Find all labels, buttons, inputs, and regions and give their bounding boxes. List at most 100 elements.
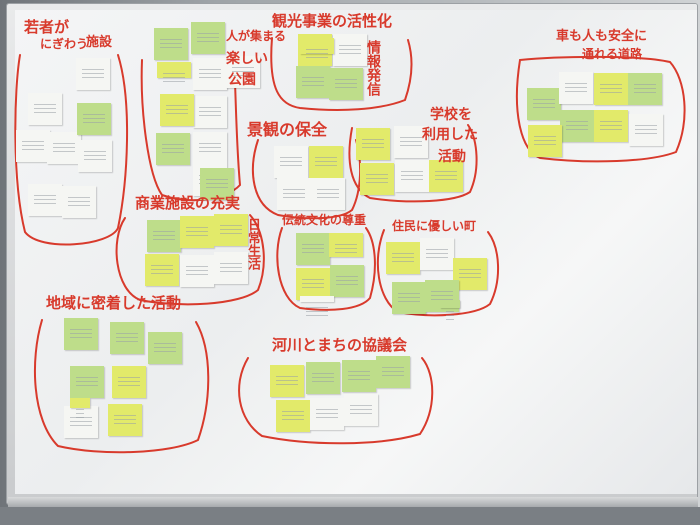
sticky-note[interactable] [344, 394, 378, 426]
sticky-note[interactable] [276, 400, 310, 432]
label-school-2: 利用した [422, 127, 478, 143]
sticky-note[interactable] [47, 132, 81, 164]
sticky-note[interactable] [360, 163, 394, 195]
sticky-note[interactable] [147, 220, 181, 252]
sticky-note[interactable] [154, 28, 188, 60]
sticky-note[interactable] [386, 242, 420, 274]
sticky-note[interactable] [309, 146, 343, 178]
sticky-note[interactable] [394, 126, 428, 158]
outline-group-5 [251, 139, 362, 220]
note-handwriting [600, 121, 622, 130]
note-handwriting [162, 144, 184, 153]
sticky-note[interactable] [16, 130, 50, 162]
note-handwriting [76, 409, 84, 418]
sticky-note[interactable] [191, 22, 225, 54]
sticky-note[interactable] [214, 252, 248, 284]
sticky-note[interactable] [440, 300, 460, 320]
note-handwriting [151, 265, 173, 274]
note-handwriting [317, 189, 339, 198]
label-tourism-1: 観光事業の活性化 [272, 12, 393, 30]
sticky-note[interactable] [310, 398, 344, 430]
sticky-note[interactable] [559, 72, 593, 104]
note-handwriting [154, 343, 176, 352]
sticky-note[interactable] [193, 96, 227, 128]
sticky-note[interactable] [28, 93, 62, 125]
note-handwriting [533, 99, 555, 108]
outline-group-3 [270, 37, 413, 111]
sticky-note[interactable] [429, 160, 463, 192]
label-fun-park-2: 楽しい [226, 51, 268, 67]
sticky-note[interactable] [329, 68, 363, 100]
sticky-note[interactable] [110, 322, 144, 354]
sticky-note[interactable] [628, 73, 662, 105]
sticky-note[interactable] [214, 214, 248, 246]
sticky-note[interactable] [28, 184, 62, 216]
sticky-note[interactable] [157, 62, 191, 82]
note-handwriting [312, 373, 334, 382]
sticky-note[interactable] [108, 404, 142, 436]
note-handwriting [186, 266, 208, 275]
sticky-note[interactable] [300, 38, 334, 58]
sticky-note[interactable] [180, 216, 214, 248]
sticky-note[interactable] [193, 132, 227, 164]
sticky-note[interactable] [453, 258, 487, 290]
sticky-note[interactable] [629, 114, 663, 146]
sticky-note[interactable] [274, 146, 308, 178]
sticky-note[interactable] [333, 34, 367, 66]
sticky-note[interactable] [376, 356, 410, 388]
sticky-note[interactable] [226, 56, 260, 88]
sticky-note[interactable] [392, 282, 426, 314]
note-handwriting [197, 33, 219, 42]
sticky-note[interactable] [330, 265, 364, 297]
sticky-note[interactable] [296, 66, 330, 98]
marker-tray [8, 497, 698, 507]
note-handwriting [70, 329, 92, 338]
sticky-note[interactable] [200, 168, 234, 200]
sticky-note[interactable] [560, 110, 594, 142]
sticky-note[interactable] [180, 255, 214, 287]
sticky-note[interactable] [594, 110, 628, 142]
outline-group-10 [34, 319, 210, 454]
sticky-note[interactable] [156, 133, 190, 165]
label-safe-road-1: 車も人も安全に [556, 29, 648, 44]
sticky-note[interactable] [527, 88, 561, 120]
outline-group-9 [376, 229, 500, 317]
sticky-note[interactable] [296, 233, 330, 265]
sticky-note[interactable] [193, 58, 227, 90]
sticky-note[interactable] [420, 238, 454, 270]
outline-group-11 [238, 357, 434, 445]
sticky-note[interactable] [160, 94, 194, 126]
outline-group-4 [515, 55, 686, 163]
sticky-note[interactable] [594, 73, 628, 105]
sticky-note[interactable] [270, 365, 304, 397]
sticky-note[interactable] [64, 318, 98, 350]
note-handwriting [600, 84, 622, 93]
sticky-note[interactable] [306, 362, 340, 394]
sticky-note[interactable] [76, 58, 110, 90]
sticky-note[interactable] [78, 140, 112, 172]
sticky-note[interactable] [148, 332, 182, 364]
label-commerce-2: 日常生活 [245, 218, 260, 270]
sticky-note[interactable] [528, 125, 562, 157]
sticky-note[interactable] [277, 178, 311, 210]
sticky-note[interactable] [70, 398, 90, 418]
sticky-note[interactable] [70, 366, 104, 398]
sticky-note[interactable] [329, 233, 363, 257]
sticky-note[interactable] [77, 103, 111, 135]
sticky-note[interactable] [145, 254, 179, 286]
sticky-note[interactable] [62, 186, 96, 218]
sticky-note[interactable] [342, 360, 376, 392]
sticky-note[interactable] [300, 296, 334, 316]
sticky-note[interactable] [356, 128, 390, 160]
note-handwriting [220, 263, 242, 272]
note-handwriting [362, 139, 384, 148]
note-handwriting [163, 73, 185, 82]
note-handwriting [280, 157, 302, 166]
label-community-activity: 地域に密着した活動 [46, 294, 182, 312]
note-handwriting [336, 276, 358, 285]
sticky-note[interactable] [296, 268, 330, 300]
sticky-note[interactable] [311, 178, 345, 210]
note-handwriting [70, 417, 92, 426]
sticky-note[interactable] [395, 160, 429, 192]
sticky-note[interactable] [112, 366, 146, 398]
